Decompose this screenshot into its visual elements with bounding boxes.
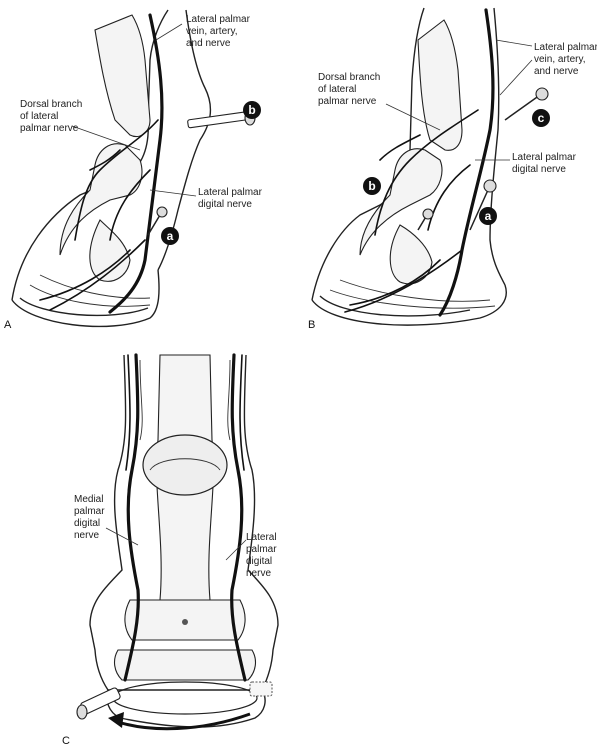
needle-hub-icon: [249, 681, 273, 697]
panel-letter-b: B: [308, 319, 315, 331]
svg-text:b: b: [368, 179, 375, 193]
panel-b: c b a Lateral palmar vein, artery, and n…: [308, 7, 597, 331]
needle-c-icon: [504, 87, 549, 121]
panel-c: Medial palmar digital nerve Lateral palm…: [62, 353, 279, 747]
svg-text:a: a: [167, 229, 174, 243]
svg-text:a: a: [485, 209, 492, 223]
label-c-medial: Medial palmar digital nerve: [74, 494, 107, 541]
badge-a-panel-b: a: [479, 207, 497, 225]
badge-c: c: [532, 109, 550, 127]
badge-b-panel-b: b: [363, 177, 381, 195]
needle-a-icon: [147, 206, 168, 236]
svg-text:c: c: [538, 111, 545, 125]
badge-a: a: [161, 227, 179, 245]
label-a-digital: Lateral palmar digital nerve: [198, 187, 265, 210]
label-c-lateral: Lateral palmar digital nerve: [246, 532, 279, 579]
svg-text:b: b: [248, 103, 255, 117]
label-b-dorsal: Dorsal branch of lateral palmar nerve: [318, 72, 383, 107]
needle-b-b-icon: [417, 208, 434, 231]
label-b-digital: Lateral palmar digital nerve: [512, 152, 579, 175]
label-a-dorsal: Dorsal branch of lateral palmar nerve: [20, 99, 85, 134]
curved-arrow-icon: [108, 712, 251, 731]
label-b-vein: Lateral palmar vein, artery, and nerve: [534, 42, 597, 77]
panel-letter-c: C: [62, 735, 70, 747]
syringe-icon: [76, 687, 121, 720]
badge-b: b: [243, 101, 261, 119]
fetlock-joint: [142, 434, 228, 496]
label-a-vein: Lateral palmar vein, artery, and nerve: [186, 14, 253, 49]
panel-letter-a: A: [4, 319, 12, 331]
panel-a: b a Lateral palmar vein, artery, and ner…: [4, 9, 265, 331]
needle-a-b-icon: [469, 179, 497, 231]
